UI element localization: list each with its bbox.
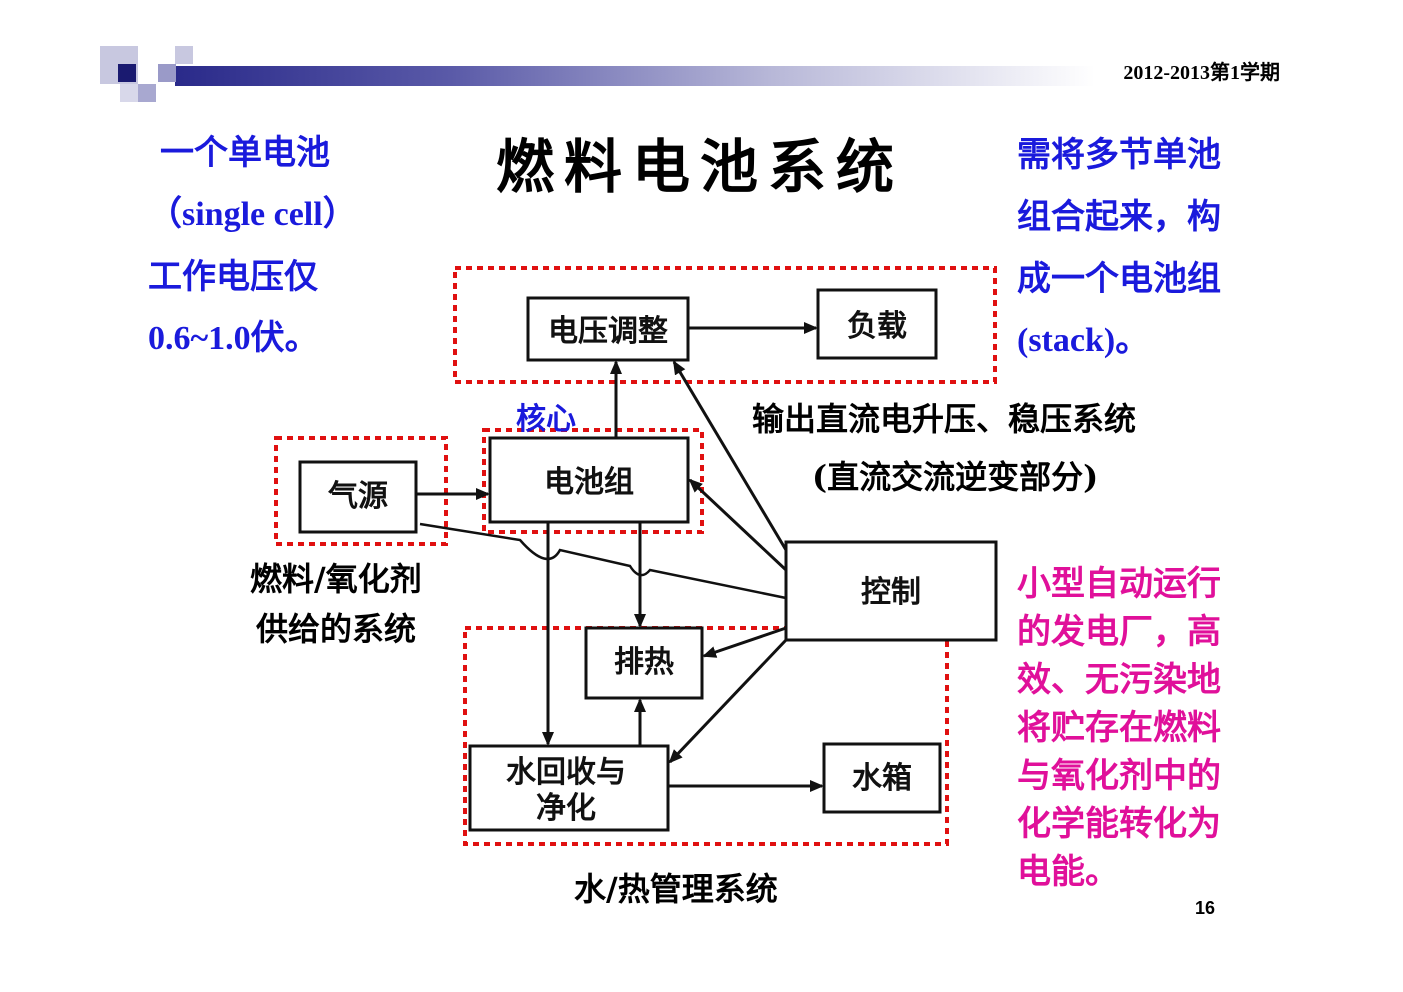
output-system-caption-line1: 输出直流电升压、稳压系统 xyxy=(752,400,1137,438)
header-square-decoration xyxy=(175,46,193,64)
note-line: 效、无污染地 xyxy=(1017,660,1221,700)
header-square-decoration xyxy=(120,84,138,102)
arrow-control-to-stack xyxy=(688,478,788,572)
water-tank-label: 水箱 xyxy=(852,761,912,796)
note-line: 将贮存在燃料 xyxy=(1017,708,1221,748)
slide-title: 燃料电池系统 xyxy=(495,133,904,201)
note-line: (stack)。 xyxy=(1017,322,1150,359)
arrow-control-to-regulation xyxy=(672,360,788,551)
control-box xyxy=(784,540,998,642)
voltage-regulation-label: 电压调整 xyxy=(548,314,668,349)
note-line: 工作电压仅 xyxy=(148,257,318,297)
core-label: 核心 xyxy=(516,402,576,437)
arrow-control-to-water-recovery xyxy=(668,638,788,764)
arrow-control-to-heat-exhaust xyxy=(702,626,787,658)
header-gradient-bar xyxy=(175,66,1095,86)
single-cell-note: 一个单电池 （single cell） 工作电压仅 0.6~1.0伏。 xyxy=(148,122,428,370)
stack-label: 电池组 xyxy=(544,465,634,500)
note-line: 组合起来，构 xyxy=(1017,197,1221,237)
water-recovery-box xyxy=(468,744,670,832)
header-square-decoration xyxy=(118,64,136,82)
note-line: 化学能转化为 xyxy=(1017,804,1221,844)
control-label: 控制 xyxy=(861,575,921,610)
note-line: 成一个电池组 xyxy=(1017,259,1221,299)
note-line: 一个单电池 xyxy=(160,133,330,173)
semester-label: 2012-2013第1学期 xyxy=(1123,62,1280,84)
load-box xyxy=(816,288,938,360)
water-recovery-label-line1: 水回收与 xyxy=(506,755,626,790)
water-tank-box xyxy=(822,742,942,814)
water-recovery-label-line2: 净化 xyxy=(536,791,596,826)
output-system-caption-line2: (直流交流逆变部分) xyxy=(812,458,1099,496)
gas-source-box xyxy=(298,460,418,534)
stack-box xyxy=(488,436,690,524)
power-plant-note: 小型自动运行 的发电厂，高 效、无污染地 将贮存在燃料 与氧化剂中的 化学能转化… xyxy=(1017,560,1277,896)
voltage-regulation-box xyxy=(526,296,690,362)
line-gas-to-control xyxy=(419,522,787,600)
fuel-system-caption-line2: 供给的系统 xyxy=(256,610,417,648)
stack-note: 需将多节单池 组合起来，构 成一个电池组 (stack)。 xyxy=(1017,124,1277,372)
fuel-system-caption-line1: 燃料/氧化剂 xyxy=(250,560,422,598)
note-line: 的发电厂，高 xyxy=(1017,612,1221,652)
load-label: 负载 xyxy=(847,309,907,344)
water-heat-frame xyxy=(463,626,949,846)
fuel-supply-frame xyxy=(274,436,448,546)
note-line: 电能。 xyxy=(1017,852,1119,892)
header-square-decoration xyxy=(158,64,176,82)
note-line: 与氧化剂中的 xyxy=(1017,756,1221,796)
note-line: 小型自动运行 xyxy=(1017,564,1221,604)
note-line: 需将多节单池 xyxy=(1017,135,1221,175)
heat-exhaust-label: 排热 xyxy=(614,645,674,680)
page-number: 16 xyxy=(1195,898,1216,918)
gas-source-label: 气源 xyxy=(328,479,388,514)
note-line: 0.6~1.0伏。 xyxy=(148,320,319,357)
water-heat-system-caption: 水/热管理系统 xyxy=(574,870,778,908)
header-square-decoration xyxy=(138,84,156,102)
note-line: （single cell） xyxy=(148,196,357,233)
output-system-frame xyxy=(453,266,997,384)
